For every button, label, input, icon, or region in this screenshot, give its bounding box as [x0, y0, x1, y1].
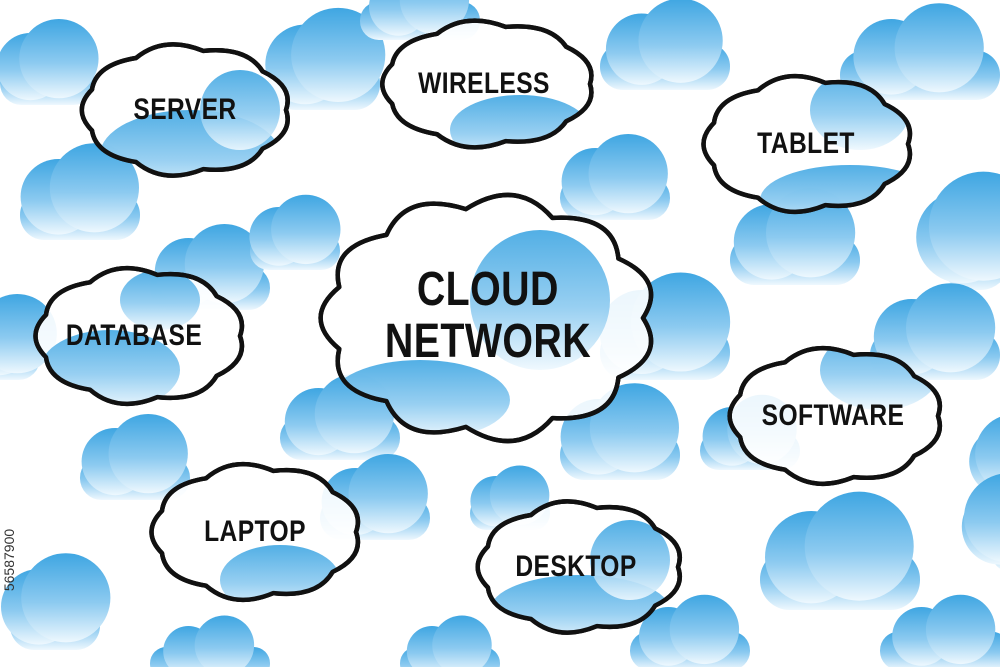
background-cloud [400, 615, 500, 667]
main-title: CLOUD NETWORK [362, 264, 613, 368]
background-cloud [1, 553, 110, 650]
label-desktop: DESKTOP [502, 550, 650, 584]
label-software: SOFTWARE [746, 399, 920, 433]
main-title-line2: NETWORK [385, 316, 591, 368]
background-cloud [80, 414, 190, 500]
label-laptop: LAPTOP [193, 515, 317, 549]
stock-id: 56587900 [1, 529, 17, 591]
main-title-line1: CLOUD [417, 264, 559, 316]
label-database: DATABASE [51, 319, 217, 353]
background-cloud [916, 172, 1000, 290]
label-wireless: WIRELESS [404, 67, 565, 101]
background-cloud [0, 19, 99, 105]
background-cloud [600, 0, 730, 90]
background-cloud [150, 615, 270, 667]
label-tablet: TABLET [746, 127, 865, 161]
label-server: SERVER [122, 93, 248, 127]
background-cloud [560, 134, 670, 220]
background-cloud [962, 473, 1000, 570]
background-cloud [249, 195, 340, 270]
background-cloud [760, 492, 920, 610]
